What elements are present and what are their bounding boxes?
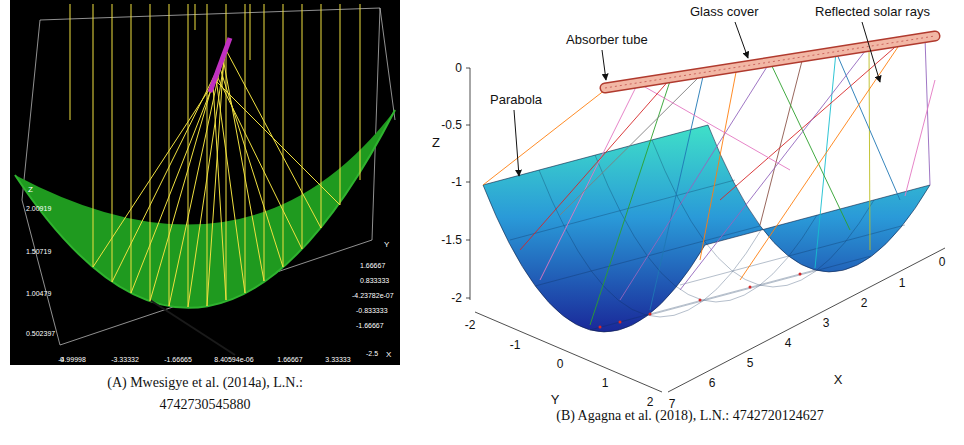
tick-label: 3.33333 — [325, 356, 350, 364]
tick-label: 3 — [823, 316, 830, 330]
tick-label: 1.50719 — [26, 248, 51, 256]
tick-label: 4 — [785, 336, 792, 350]
tick-label: -2 — [465, 318, 476, 332]
axis-name: Y — [551, 392, 560, 408]
tick-label: 0 — [939, 255, 946, 269]
tick-label: -1 — [510, 338, 521, 352]
tick-label: -1.66665 — [164, 356, 192, 364]
tick-label: 0 — [557, 357, 564, 371]
figure-caption: (A) Mwesigye et al. (2014a), L.N.: 47427… — [75, 372, 335, 417]
part-label: Parabola — [490, 92, 542, 108]
tick-label: 2.00919 — [26, 205, 51, 213]
axis-name: Y — [384, 240, 389, 250]
panel-b-plot — [466, 22, 945, 392]
figure-caption: (B) Agagna et al. (2018), L.N.: 47427201… — [556, 408, 824, 425]
tick-label: 1 — [602, 376, 609, 390]
tick-label: -0.5 — [441, 118, 462, 132]
part-label: Glass cover — [690, 4, 759, 20]
part-label: Reflected solar rays — [815, 4, 930, 20]
tick-label: -4.23782e-07 — [352, 292, 394, 300]
tick-label: -2 — [451, 291, 462, 305]
axis-name: X — [834, 372, 843, 388]
tick-label: -0.833333 — [356, 307, 388, 315]
tick-label: 2 — [647, 395, 654, 409]
tick-label: -1 — [451, 175, 462, 189]
tick-label: 1.00479 — [26, 290, 51, 298]
part-label: Absorber tube — [566, 32, 648, 48]
tick-label: 5 — [747, 356, 754, 370]
panel-a-render — [10, 0, 400, 365]
tick-label: 0.833333 — [360, 277, 389, 285]
tick-label: -1.66667 — [356, 322, 384, 330]
axis-name: X — [386, 350, 391, 360]
tick-label: 0.502397 — [26, 330, 55, 338]
tick-label: 6 — [709, 376, 716, 390]
axis-name: Z — [432, 135, 440, 151]
tick-label: 2 — [861, 296, 868, 310]
tick-label: 0 — [455, 61, 462, 75]
tick-label: 1.66667 — [277, 356, 302, 364]
tick-label: 1.66667 — [360, 262, 385, 270]
tick-label: 8.40594e-06 — [214, 356, 253, 364]
tick-label: 1 — [899, 276, 906, 290]
tick-label: -2.5 — [366, 350, 378, 358]
axis-name: Z — [28, 185, 33, 195]
tick-label: -1.5 — [441, 233, 462, 247]
tick-label: -4.99998 — [58, 356, 86, 364]
tick-label: -3.33332 — [111, 356, 139, 364]
